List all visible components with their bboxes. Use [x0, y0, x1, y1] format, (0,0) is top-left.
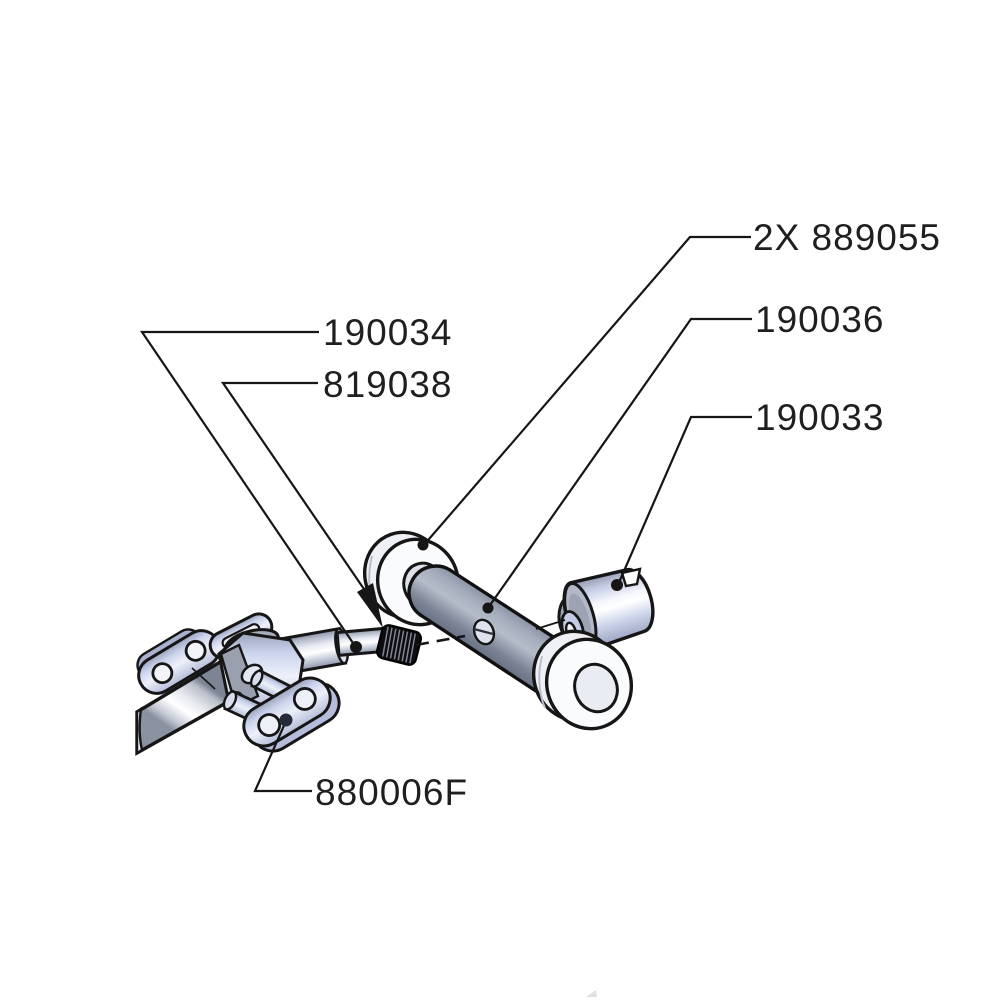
- hidden-edge-line: [191, 667, 216, 690]
- part-label-880006f: 880006F: [315, 772, 468, 813]
- leader-819038: [220, 381, 367, 593]
- link-hole: [257, 713, 282, 737]
- part-label-819038: 819038: [323, 364, 452, 405]
- leader-arrowhead-819038: [357, 583, 383, 628]
- leader-dot-190034: [350, 641, 362, 653]
- centerline-dashed: [415, 634, 466, 647]
- chain-link-plate-a: [136, 628, 221, 695]
- part-label-190036: 190036: [755, 299, 884, 340]
- link-hole: [292, 687, 317, 711]
- leader-190034: [139, 330, 354, 644]
- collar-notch: [620, 567, 642, 588]
- part-label-190034: 190034: [323, 312, 452, 353]
- leader-880006f: [253, 720, 312, 793]
- leader-190036: [487, 317, 752, 609]
- faint-artifact-mark: [586, 990, 597, 997]
- chain-link-plate-c: [242, 676, 341, 753]
- centerline-solid: [535, 619, 566, 630]
- washer-hole: [573, 662, 619, 714]
- leader-dot-190033: [611, 579, 623, 591]
- link-hole: [184, 639, 207, 662]
- spring: [375, 624, 423, 666]
- leader-190033: [615, 415, 752, 588]
- link-hole: [151, 662, 174, 685]
- leader-889055: [422, 235, 751, 547]
- washer-rear: [531, 629, 634, 731]
- leader-dot-880006f: [279, 713, 293, 727]
- leader-dot-889055: [417, 539, 429, 551]
- part-label-190033: 190033: [755, 397, 884, 438]
- leader-dot-190036: [482, 602, 494, 614]
- part-label-889055: 2X 889055: [753, 217, 941, 258]
